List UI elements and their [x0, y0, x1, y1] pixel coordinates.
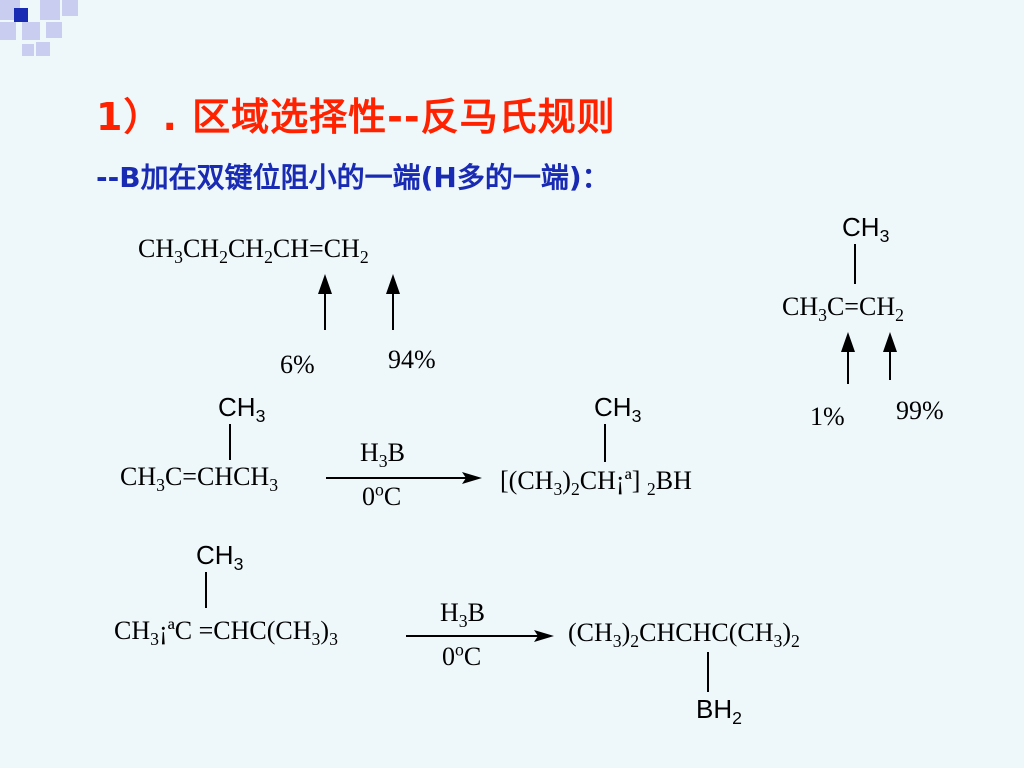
- ex2-branch: CH3: [842, 212, 890, 247]
- rxn2-reactant: CH3¡ªC =CHC(CH3)3: [114, 616, 338, 650]
- slide-title: 1）. 区域选择性--反马氏规则: [96, 95, 616, 139]
- ex1-pct-right: 94%: [388, 345, 436, 374]
- ex2-bond: [854, 244, 856, 284]
- rxn1-reactant: CH3C=CHCH3: [120, 462, 279, 496]
- rxn1-arrow: [326, 472, 482, 484]
- ex2-arrows: [841, 332, 897, 384]
- ex1-pct-left: 6%: [280, 350, 315, 379]
- rxn2-bond: [205, 572, 207, 608]
- rxn2-arrow: [406, 630, 554, 642]
- ex1-formula: CH3CH2CH2CH=CH2: [138, 234, 369, 268]
- ex2-pct-left: 1%: [810, 402, 845, 431]
- rxn1-product-branch: CH3: [594, 392, 642, 427]
- rxn1-condition: 0oC: [362, 479, 402, 511]
- rxn1-reagent: H3B: [360, 438, 405, 472]
- slide-subtitle: --B加在双键位阻小的一端(H多的一端)：: [96, 161, 610, 194]
- ex2-pct-right: 99%: [896, 396, 944, 425]
- ex1-arrows: [318, 274, 400, 330]
- rxn2-product-bond: [707, 652, 709, 692]
- rxn2-condition: 0oC: [442, 639, 482, 671]
- rxn1-branch: CH3: [218, 392, 266, 427]
- rxn2-product-branch: BH2: [696, 694, 742, 729]
- rxn2-product: (CH3)2CHCHC(CH3)2: [568, 618, 800, 652]
- rxn1-bond: [229, 424, 231, 460]
- rxn1-product: [(CH3)2CH¡ª] 2BH: [500, 466, 692, 500]
- ex2-formula: CH3C=CH2: [782, 292, 904, 326]
- rxn1-product-bond: [604, 424, 606, 462]
- rxn2-branch: CH3: [196, 540, 244, 575]
- rxn2-reagent: H3B: [440, 598, 485, 632]
